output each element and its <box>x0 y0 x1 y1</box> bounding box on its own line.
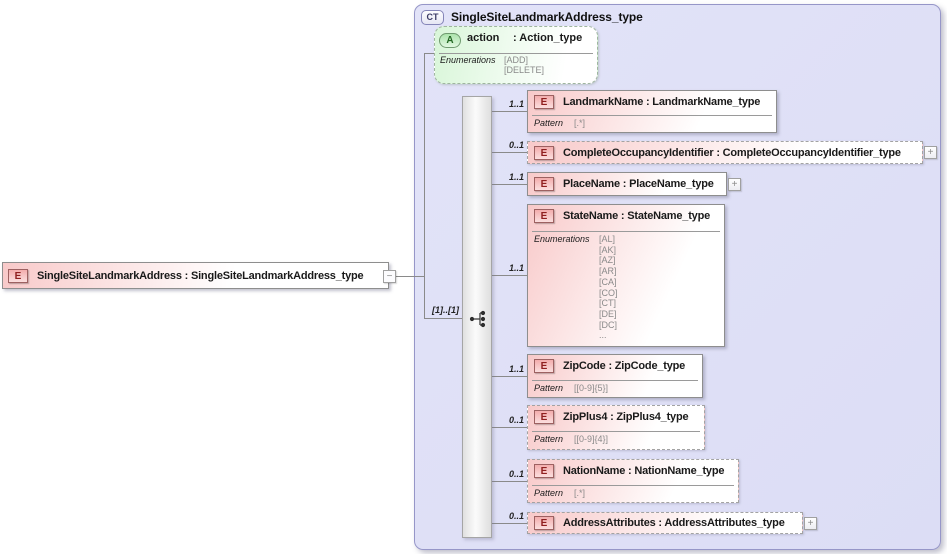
connector-branch <box>492 523 527 524</box>
expand-icon[interactable]: + <box>924 146 937 159</box>
element-box-nation-name[interactable]: E NationName : NationName_type Pattern [… <box>527 459 739 503</box>
sequence-icon <box>469 310 486 328</box>
facet-label: Pattern <box>534 488 564 498</box>
facet-value: [AK] <box>599 244 617 255</box>
attribute-name: action <box>467 32 500 44</box>
connector-trunk <box>424 53 425 319</box>
element-label: AddressAttributes : AddressAttributes_ty… <box>563 517 785 529</box>
complex-type-header: CT SingleSiteLandmarkAddress_type <box>421 8 643 26</box>
divider <box>532 231 720 232</box>
cardinality-label: 1..1 <box>508 364 524 374</box>
cardinality-label: 0..1 <box>508 140 524 150</box>
divider <box>532 380 698 381</box>
divider <box>439 53 593 54</box>
cardinality-label: 0..1 <box>508 469 524 479</box>
element-box-landmark-name[interactable]: E LandmarkName : LandmarkName_type Patte… <box>527 90 777 133</box>
facet-value: [DE] <box>599 308 617 319</box>
facet-label: Pattern <box>534 118 564 128</box>
cardinality-label: 1..1 <box>508 263 524 273</box>
facet-value: [AL] <box>599 234 616 244</box>
complex-type-title: SingleSiteLandmarkAddress_type <box>451 10 643 24</box>
facet-value: [.*] <box>574 488 586 498</box>
element-label: NationName : NationName_type <box>563 465 725 477</box>
facet-value: [CA] <box>599 276 617 287</box>
divider <box>532 115 772 116</box>
element-icon: E <box>534 95 554 109</box>
connector-branch <box>492 184 527 185</box>
facet-value: [DELETE] <box>504 65 545 75</box>
connector-sequence <box>424 318 462 319</box>
cardinality-label: 1..1 <box>508 172 524 182</box>
facet-value: [.*] <box>574 118 586 128</box>
element-label: LandmarkName : LandmarkName_type <box>563 96 761 108</box>
element-label: StateName : StateName_type <box>563 210 711 222</box>
element-icon: E <box>534 177 554 191</box>
divider <box>532 431 700 432</box>
element-icon: E <box>534 410 554 424</box>
facet-value: [[0-9]{4}] <box>574 434 609 444</box>
element-box-zip-code[interactable]: E ZipCode : ZipCode_type Pattern [[0-9]{… <box>527 354 703 398</box>
complex-type-icon: CT <box>421 9 444 25</box>
element-icon: E <box>534 464 554 478</box>
facet-value: [CT] <box>599 298 616 309</box>
element-icon: E <box>534 516 554 530</box>
expand-icon[interactable]: + <box>804 517 817 530</box>
facet-value: [ADD] <box>504 55 529 65</box>
facet-value: [[0-9]{5}] <box>574 383 609 393</box>
connector-root <box>396 276 424 277</box>
facet-label: Pattern <box>534 383 564 393</box>
connector-attribute <box>424 53 434 54</box>
element-label: ZipCode : ZipCode_type <box>563 360 686 372</box>
element-box-complete-occupancy-identifier[interactable]: E CompleteOccupancyIdentifier : Complete… <box>527 141 923 164</box>
element-icon: E <box>534 145 554 160</box>
element-label: PlaceName : PlaceName_type <box>563 178 714 190</box>
facet-value: [CO] <box>599 287 618 298</box>
facet-label: Enumerations <box>440 55 496 65</box>
element-box-single-site-landmark-address[interactable]: E SingleSiteLandmarkAddress : SingleSite… <box>2 262 389 289</box>
facet-value: [DC] <box>599 319 617 330</box>
cardinality-label: 0..1 <box>508 415 524 425</box>
connector-branch <box>492 275 527 276</box>
element-icon: E <box>8 268 28 283</box>
connector-branch <box>492 152 527 153</box>
attribute-icon: A <box>439 33 461 48</box>
facet-value: [AZ] <box>599 255 616 266</box>
expand-icon[interactable]: + <box>728 178 741 191</box>
connector-branch <box>492 376 527 377</box>
element-icon: E <box>534 359 554 373</box>
group-cardinality-label: [1]..[1] <box>432 305 459 315</box>
cardinality-label: 0..1 <box>508 511 524 521</box>
facet-label: Pattern <box>534 434 564 444</box>
facet-label: Enumerations <box>534 234 590 244</box>
sequence-compositor-bar[interactable] <box>462 96 492 538</box>
connector-branch <box>492 111 527 112</box>
element-label: SingleSiteLandmarkAddress : SingleSiteLa… <box>37 269 364 282</box>
facet-value: [AR] <box>599 266 617 277</box>
element-box-state-name[interactable]: E StateName : StateName_type Enumeration… <box>527 204 725 347</box>
element-icon: E <box>534 209 554 223</box>
element-label: CompleteOccupancyIdentifier : CompleteOc… <box>563 146 901 159</box>
attribute-type: : Action_type <box>513 32 583 44</box>
element-box-place-name[interactable]: E PlaceName : PlaceName_type <box>527 172 727 196</box>
element-label: ZipPlus4 : ZipPlus4_type <box>563 411 689 423</box>
collapse-icon[interactable]: − <box>383 270 396 283</box>
connector-branch <box>492 427 527 428</box>
element-box-zip-plus4[interactable]: E ZipPlus4 : ZipPlus4_type Pattern [[0-9… <box>527 405 705 450</box>
element-box-address-attributes[interactable]: E AddressAttributes : AddressAttributes_… <box>527 512 803 534</box>
connector-branch <box>492 481 527 482</box>
cardinality-label: 1..1 <box>508 99 524 109</box>
divider <box>532 485 734 486</box>
facet-value: ... <box>599 330 607 341</box>
attribute-box-action[interactable]: A action : Action_type Enumerations [ADD… <box>434 26 598 84</box>
